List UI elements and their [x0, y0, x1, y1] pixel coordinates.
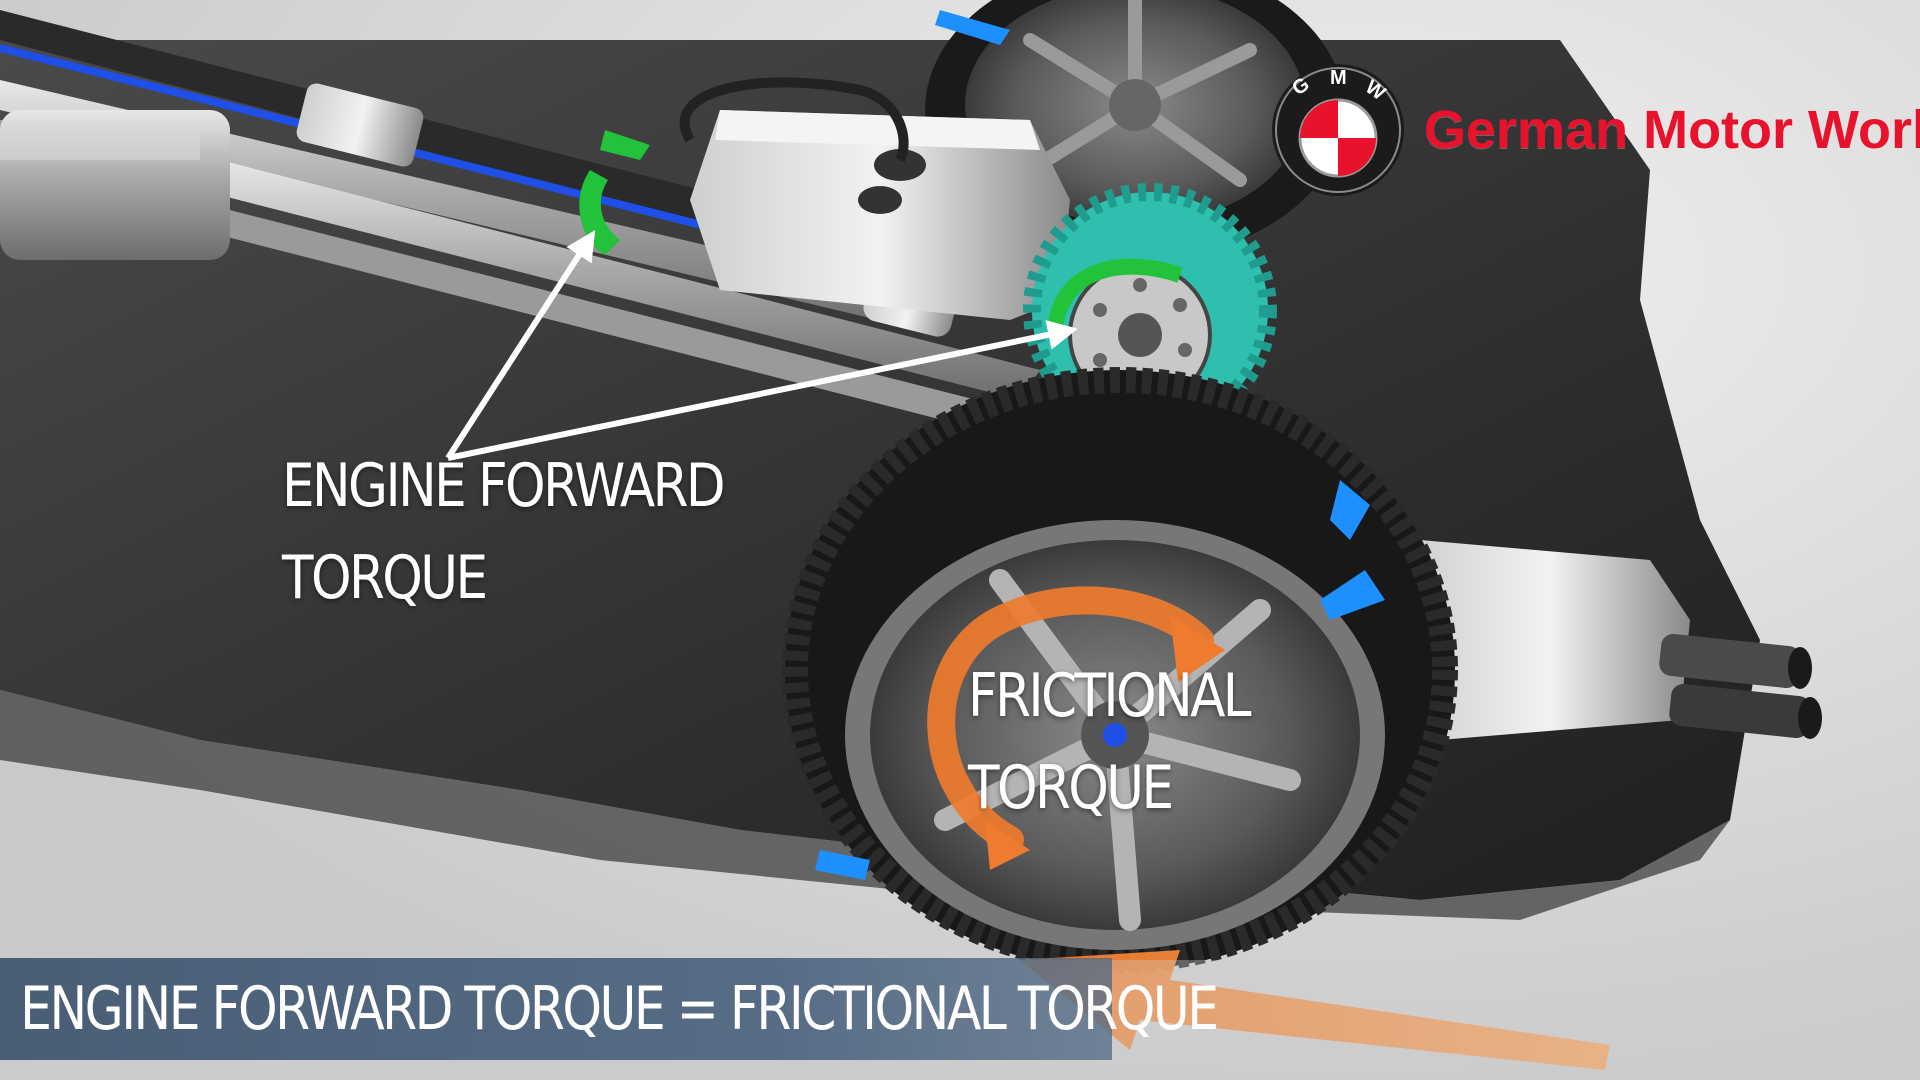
rotation-marker-side	[1320, 570, 1385, 620]
frictional-label-line1: FRICTIONAL	[968, 661, 1252, 731]
engine-torque-pointers	[445, 229, 1078, 461]
frictional-torque-label: FRICTIONAL TORQUE	[968, 650, 1252, 834]
ring-gear	[1023, 183, 1277, 437]
exhaust-pipes	[0, 80, 1075, 450]
engine-forward-torque-label: ENGINE FORWARD TORQUE	[282, 440, 726, 624]
engine-forward-label-line1: ENGINE FORWARD	[282, 451, 726, 521]
frictional-label-line2: TORQUE	[968, 753, 1174, 823]
caption-text: ENGINE FORWARD TORQUE = FRICTIONAL TORQU…	[20, 974, 1219, 1044]
rotation-marker-top	[1330, 480, 1370, 540]
brand-name: German Motor Works	[1424, 100, 1920, 160]
caption-bar: ENGINE FORWARD TORQUE = FRICTIONAL TORQU…	[0, 958, 1219, 1060]
differential-housing	[679, 77, 1070, 320]
brand-header: G M W German Motor Works	[1268, 60, 1920, 200]
logo-letter-m: M	[1330, 67, 1347, 89]
ground-force-arrow	[1020, 950, 1610, 1070]
frictional-torque-arrow	[927, 586, 1225, 870]
roundel-logo-icon: G M W	[1272, 64, 1404, 196]
rotation-marker-bottom	[815, 850, 870, 880]
engine-forward-label-line2: TORQUE	[282, 543, 488, 613]
muffler	[1410, 540, 1822, 740]
